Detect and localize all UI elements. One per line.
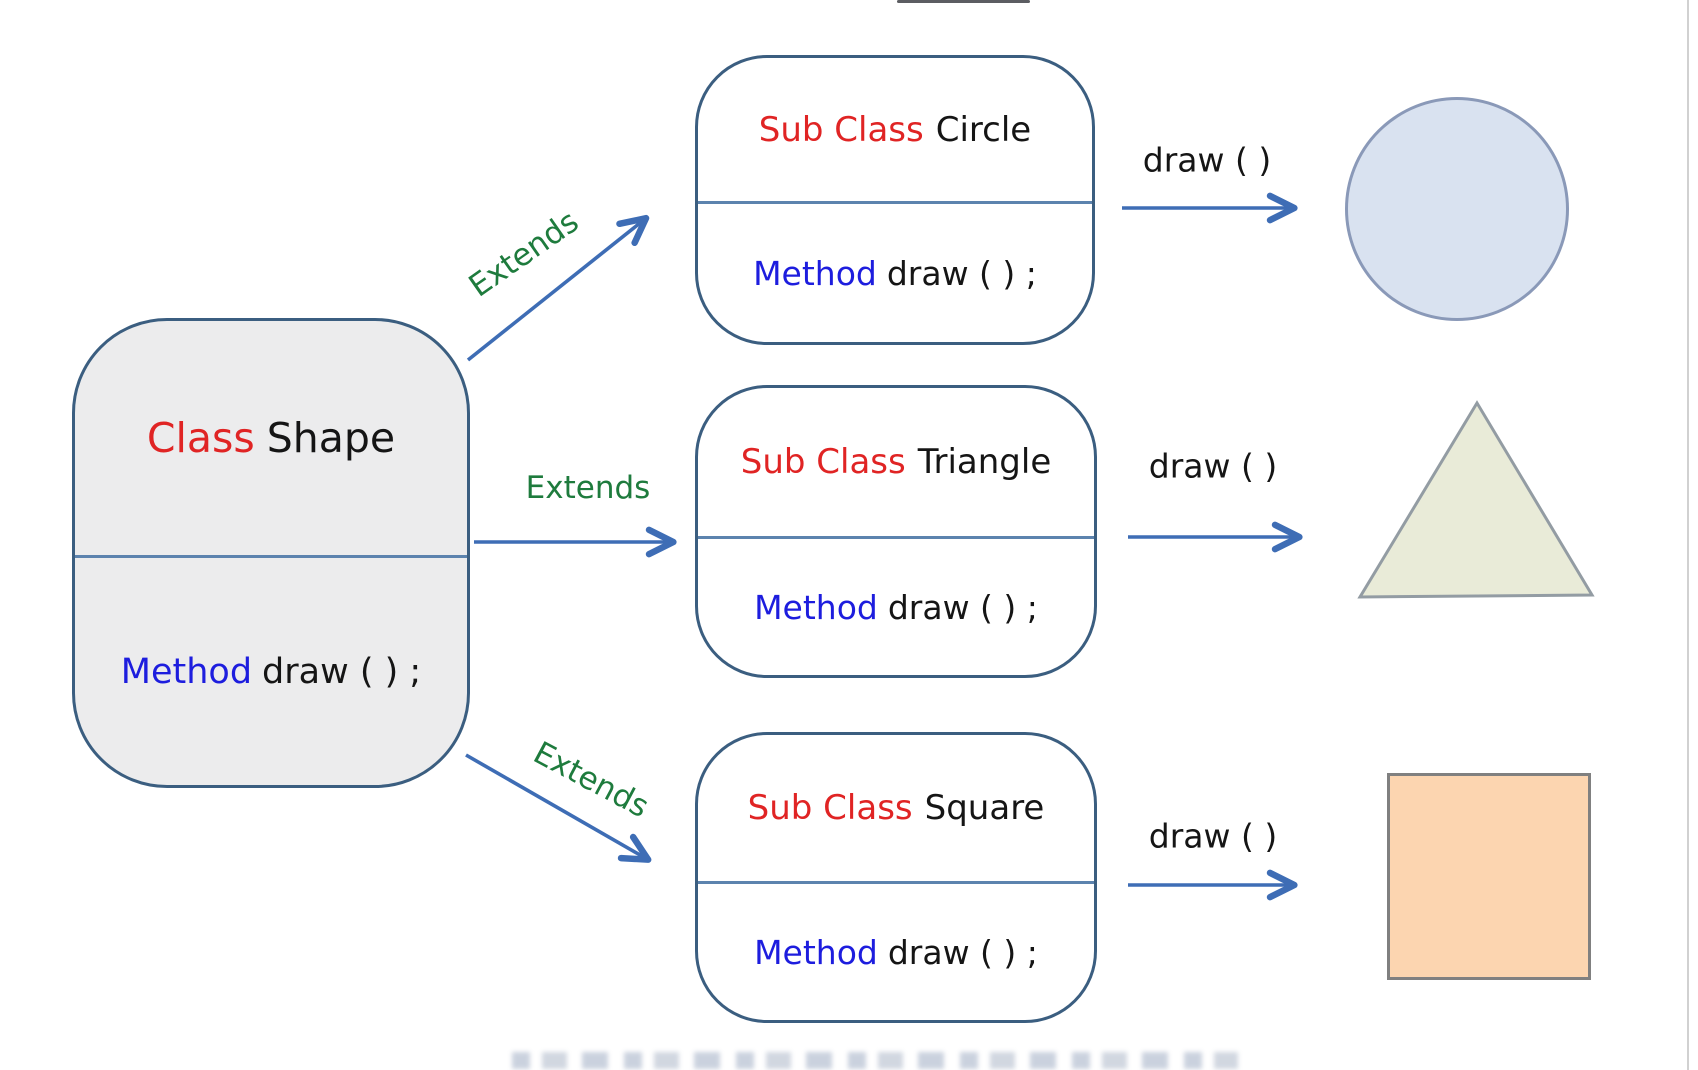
subclass-box-triangle: Sub Class Triangle Method draw ( ) ; [695, 385, 1097, 678]
base-class-name: Shape [266, 414, 396, 462]
right-edge-line-artifact [1687, 0, 1689, 1070]
base-class-keyword: Class [146, 414, 255, 462]
subclass-circle-keyword: Sub Class [758, 109, 924, 150]
base-method-signature: draw ( ) ; [262, 651, 422, 692]
circle-shape [1345, 97, 1569, 321]
square-shape [1387, 773, 1591, 980]
base-class-title: Class Shape [75, 321, 467, 555]
extends-arrow-square [465, 753, 652, 863]
subclass-triangle-method-row: Method draw ( ) ; [698, 536, 1094, 675]
subclass-circle-title: Sub Class Circle [698, 58, 1092, 201]
base-method-keyword: Method [120, 651, 253, 692]
subclass-triangle-method-signature: draw ( ) ; [887, 587, 1038, 627]
draw-label-square: draw ( ) [1148, 816, 1278, 856]
subclass-square-keyword: Sub Class [747, 788, 913, 828]
subclass-square-method-keyword: Method [754, 932, 878, 972]
subclass-circle-method-signature: draw ( ) ; [886, 253, 1037, 293]
subclass-circle-method-keyword: Method [753, 253, 877, 293]
subclass-square-method-signature: draw ( ) ; [887, 932, 1038, 972]
subclass-square-method-row: Method draw ( ) ; [698, 881, 1094, 1020]
top-crop-line-artifact [897, 0, 1030, 3]
draw-label-triangle: draw ( ) [1148, 446, 1278, 486]
extends-arrow-circle [466, 214, 650, 362]
extends-label-triangle: Extends [525, 470, 651, 506]
subclass-circle-name: Circle [935, 109, 1032, 150]
subclass-square-title: Sub Class Square [698, 735, 1094, 881]
draw-label-circle: draw ( ) [1142, 140, 1272, 180]
subclass-triangle-title: Sub Class Triangle [698, 388, 1094, 536]
subclass-triangle-keyword: Sub Class [740, 442, 906, 482]
triangle-polygon [1357, 400, 1595, 599]
triangle-shape [1357, 400, 1595, 599]
base-class-box: Class Shape Method draw ( ) ; [72, 318, 470, 788]
subclass-circle-method-row: Method draw ( ) ; [698, 201, 1092, 342]
subclass-box-square: Sub Class Square Method draw ( ) ; [695, 732, 1097, 1023]
subclass-square-name: Square [924, 788, 1045, 828]
subclass-triangle-method-keyword: Method [754, 587, 878, 627]
cropped-caption-artifact [512, 1052, 1238, 1069]
subclass-triangle-name: Triangle [917, 442, 1052, 482]
base-class-method-row: Method draw ( ) ; [75, 555, 467, 785]
subclass-box-circle: Sub Class Circle Method draw ( ) ; [695, 55, 1095, 345]
